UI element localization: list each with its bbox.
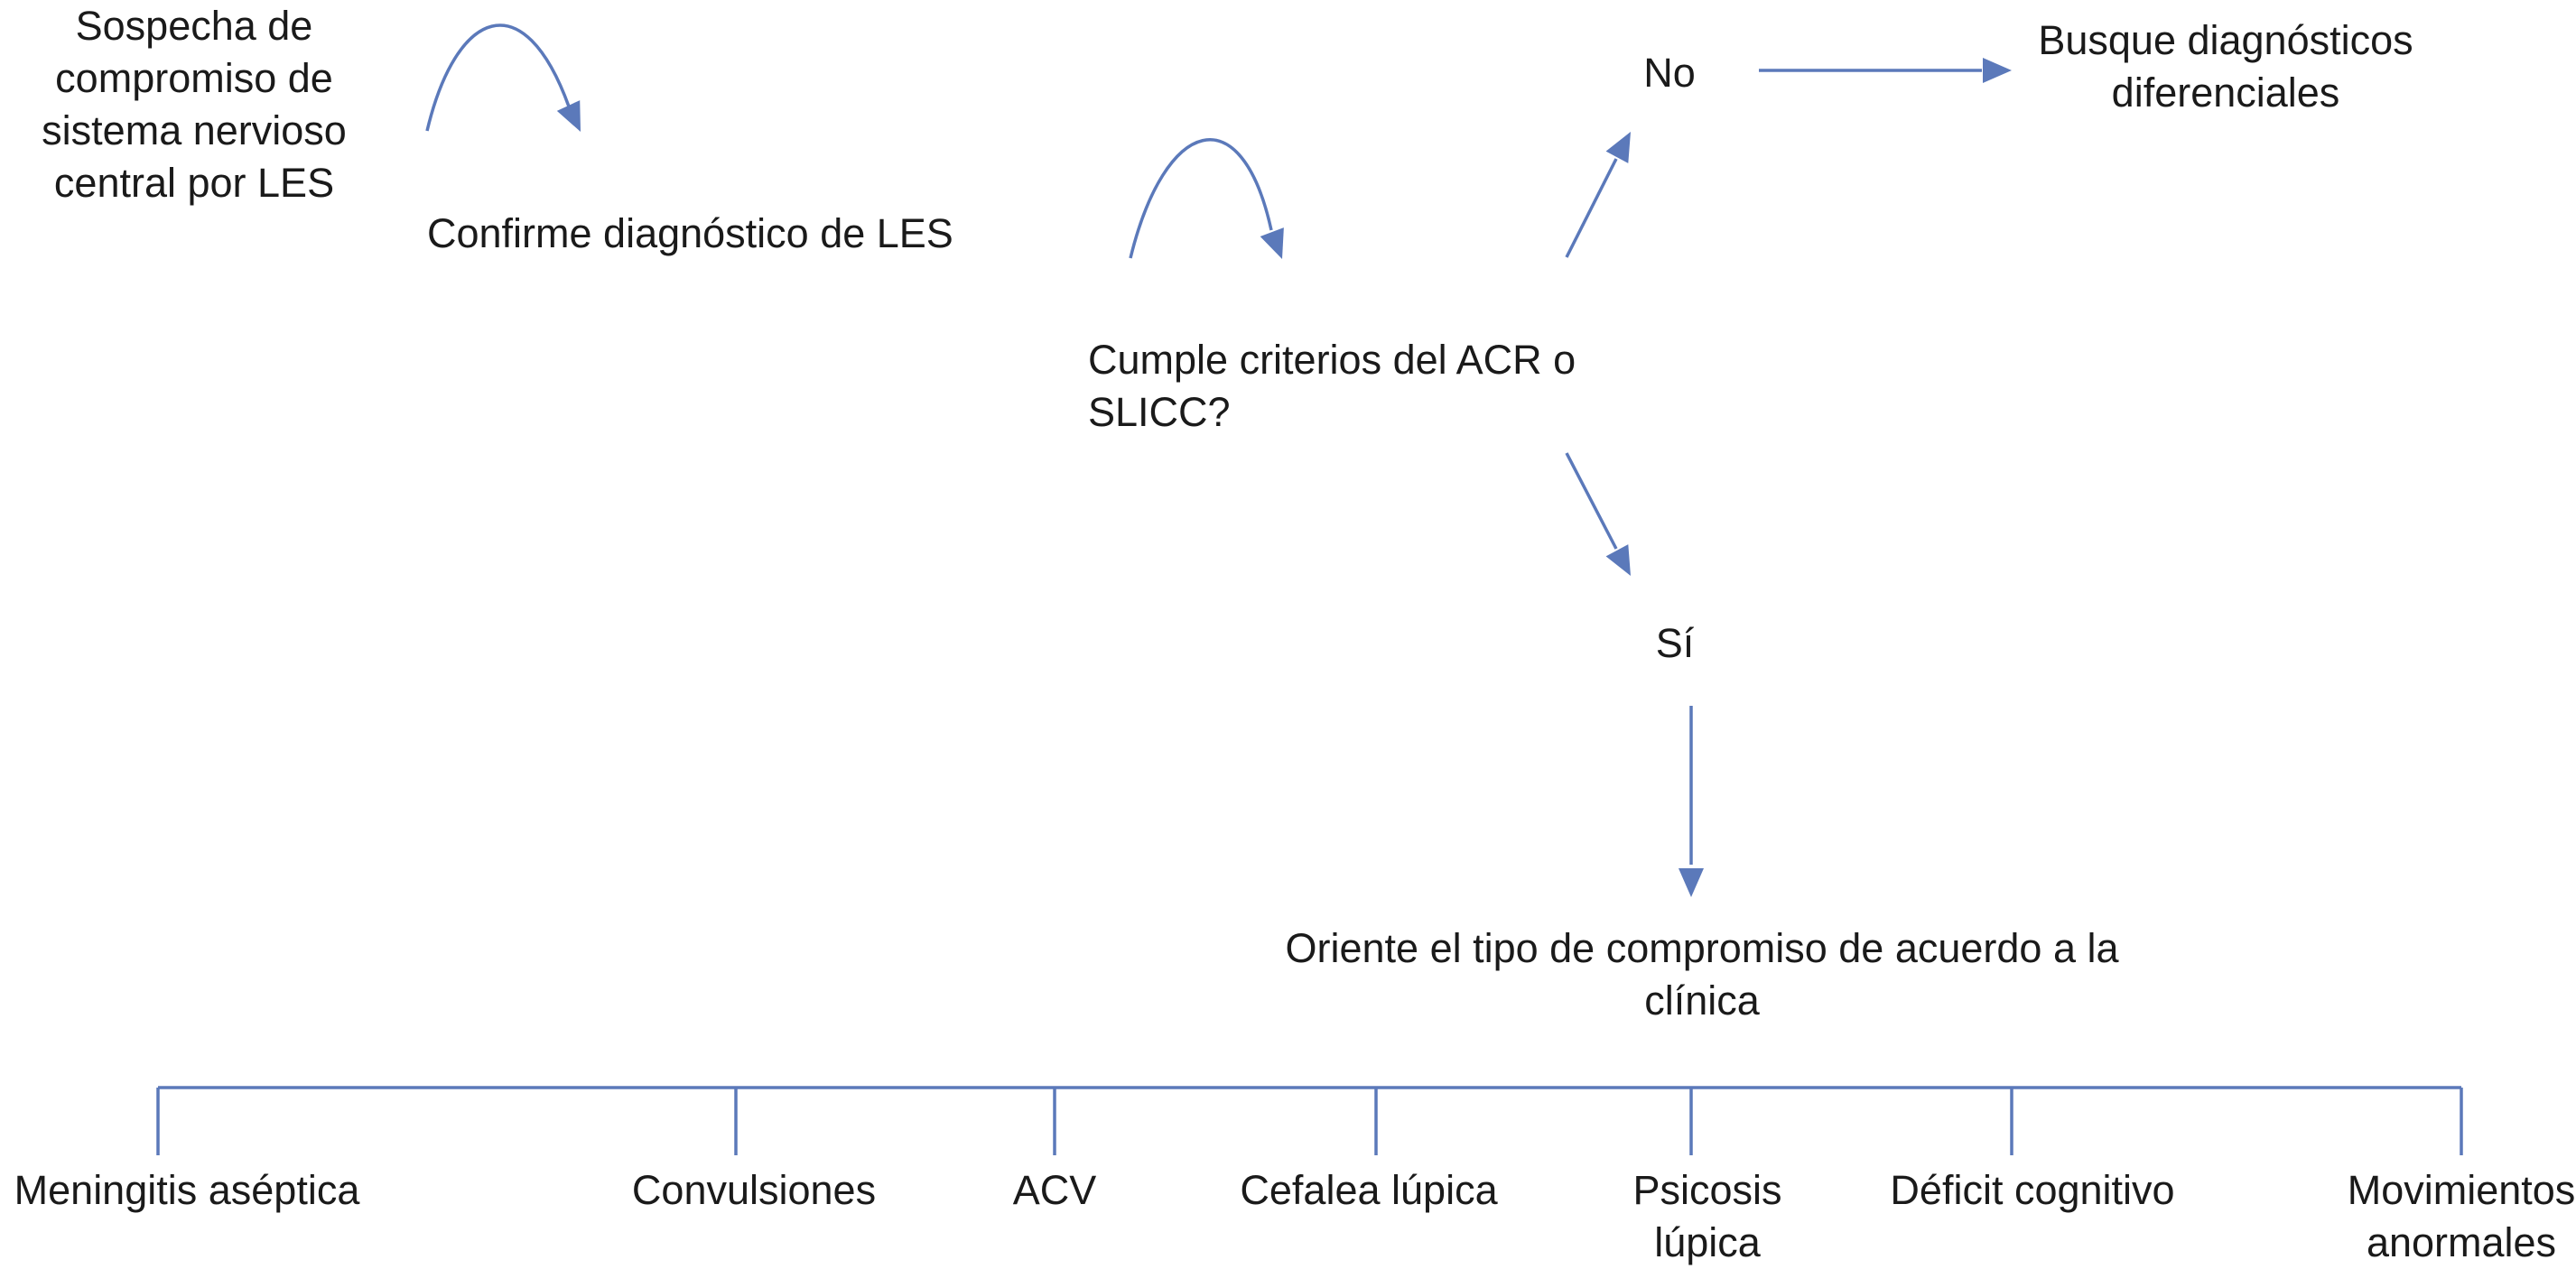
criteria-question-label: Cumple criterios del ACR o SLICC? (1088, 337, 1576, 435)
connectors (156, 23, 2463, 1155)
confirm-diagnosis-label: Confirme diagnóstico de LES (427, 210, 953, 256)
curved-arrow-1-head (556, 100, 581, 132)
yes-label: Sí (1655, 620, 1695, 666)
arrow-to-no (1565, 158, 1618, 258)
differential-label: Busque diagnósticos diferenciales (2038, 17, 2413, 116)
arrow-no-to-differential-head (1983, 58, 2012, 83)
category-convulsiones: Convulsiones (631, 1167, 877, 1213)
category-deficit: Déficit cognitivo (1890, 1167, 2175, 1213)
category-meningitis: Meningitis aséptica (14, 1167, 360, 1213)
no-label: No (1643, 50, 1696, 96)
suspicion-label: Sospecha de compromiso de sistema nervio… (42, 3, 347, 206)
curved-arrow-2-head (1260, 227, 1284, 259)
arrow-to-yes-head (1605, 544, 1631, 576)
curved-arrow-2 (1129, 138, 1273, 259)
curved-arrow-1 (425, 23, 571, 132)
arrow-to-yes (1565, 452, 1618, 550)
category-acv: ACV (1012, 1167, 1097, 1213)
category-cefalea: Cefalea lúpica (1240, 1167, 1498, 1213)
category-psicosis: Psicosis lúpica (1632, 1167, 1782, 1265)
orient-label: Oriente el tipo de compromiso de acuerdo… (1285, 925, 2119, 1024)
arrow-to-no-head (1605, 132, 1631, 163)
arrow-yes-to-orient-head (1679, 868, 1704, 897)
category-movimientos: Movimientos anormales (2347, 1167, 2576, 1265)
